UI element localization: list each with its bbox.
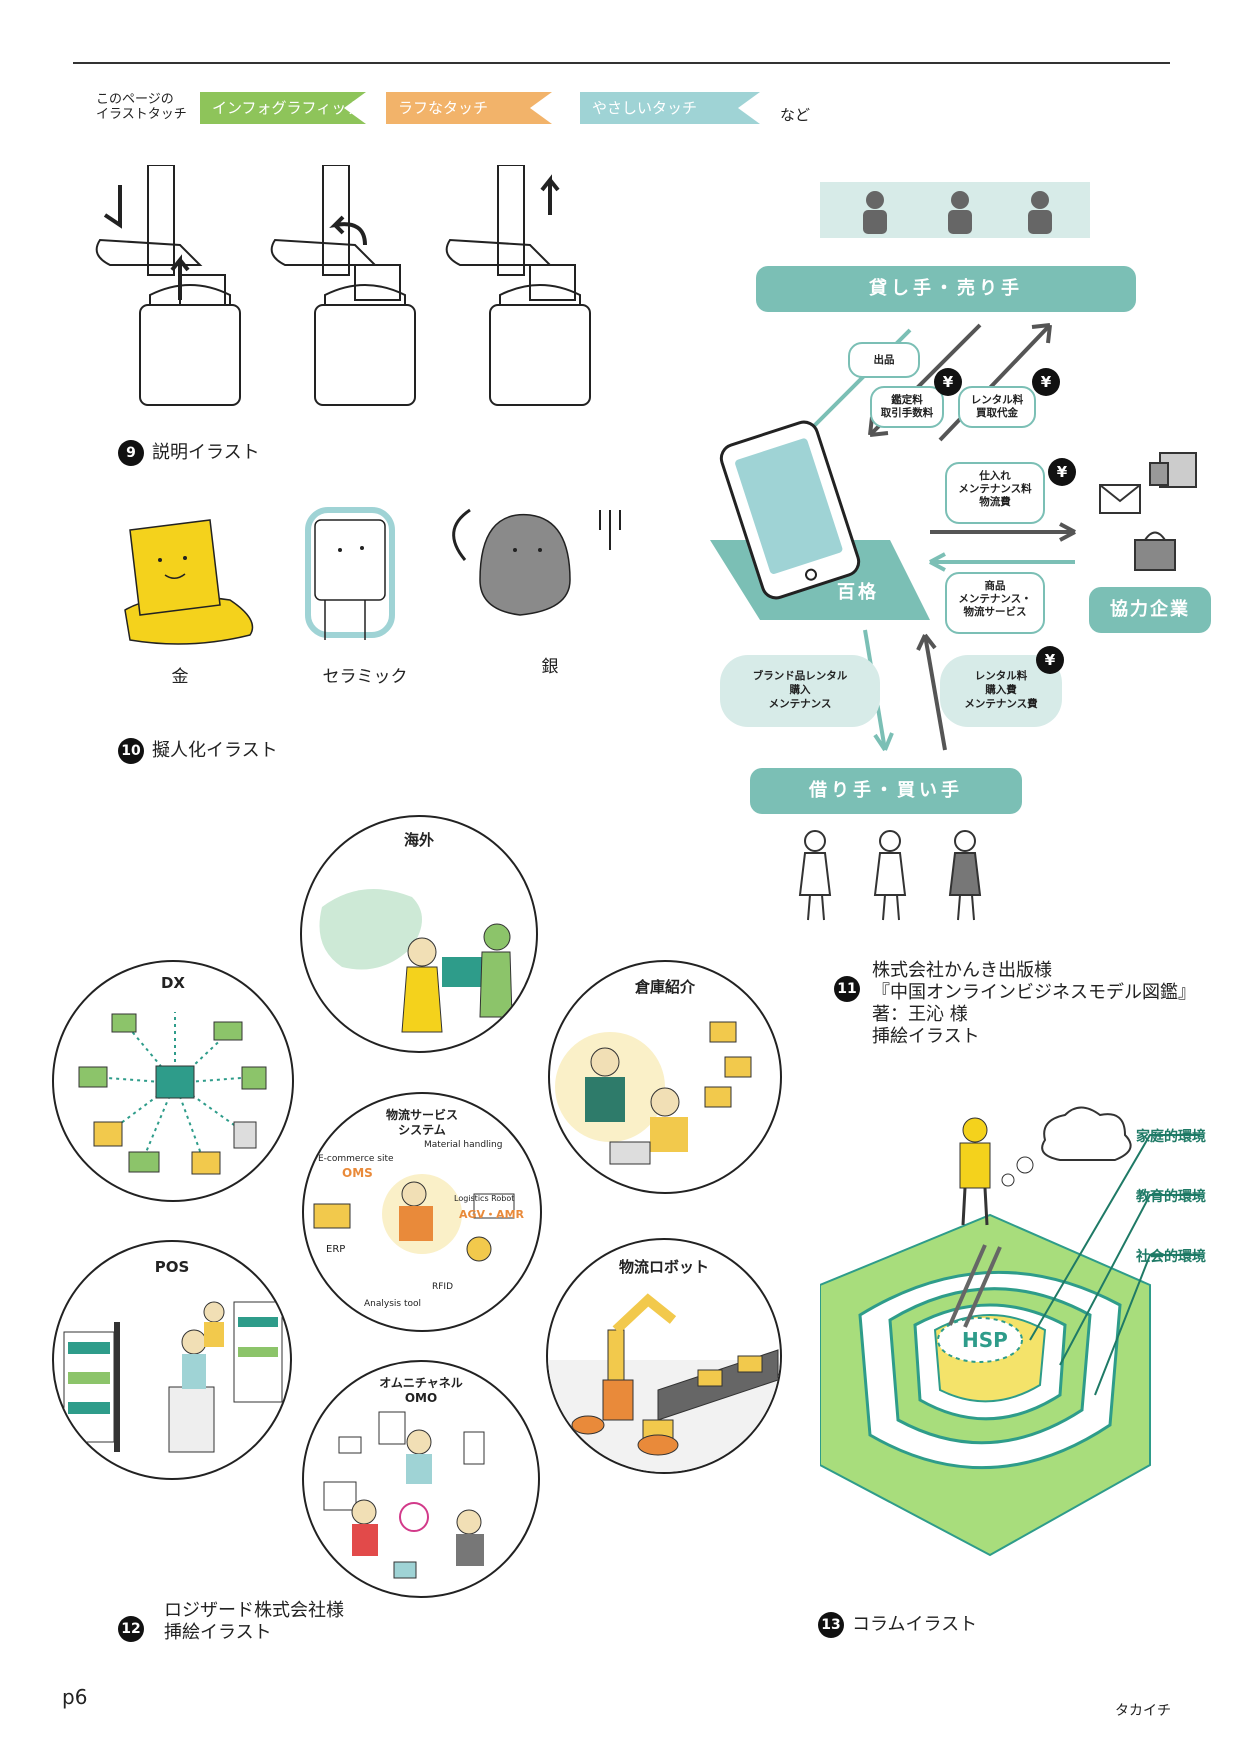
- hsp-label: HSP: [962, 1328, 1008, 1352]
- circle-souko: 倉庫紹介: [548, 960, 782, 1194]
- pill-partner: 協力企業: [1089, 587, 1211, 633]
- label-social-env: 社会的環境: [1136, 1249, 1206, 1265]
- page-number: p6: [62, 1685, 88, 1709]
- top-divider: [73, 62, 1170, 64]
- section-number-12: 12: [118, 1616, 144, 1642]
- bottle-3: [445, 165, 591, 406]
- caption-13-text: コラムイラスト: [852, 1614, 978, 1635]
- legend-label-line2: イラストタッチ: [96, 107, 187, 122]
- ceramic-character: [305, 507, 395, 640]
- pill-lenders-sellers: 貸し手・売り手: [756, 266, 1136, 312]
- anthropomorphic-illustrations: [124, 507, 621, 645]
- caption-11-line4: 挿絵イラスト: [872, 1026, 980, 1047]
- title-omni-line2: OMO: [404, 1391, 438, 1405]
- title-butsuryu: 物流サービス システム: [304, 1108, 540, 1138]
- caption-11-line3: 著：王沁 様: [872, 1004, 968, 1025]
- label-analysis: Analysis tool: [364, 1299, 421, 1309]
- caption-9-text: 説明イラスト: [152, 442, 260, 463]
- legend-label: このページの イラストタッチ: [96, 92, 191, 122]
- label-oms: OMS: [342, 1166, 373, 1180]
- gold-character: [124, 519, 254, 645]
- title-butsuryu-line2: システム: [398, 1123, 446, 1137]
- title-dx: DX: [160, 974, 186, 992]
- strap-illustration: [95, 165, 591, 406]
- robot-illustration: [548, 1293, 780, 1472]
- label-center: 百格: [837, 582, 879, 603]
- box-shiire: 仕入れ メンテナンス料 物流費: [945, 462, 1045, 524]
- label-silver: 銀: [541, 657, 559, 677]
- title-robot: 物流ロボット: [618, 1258, 709, 1276]
- caption-9: 9 説明イラスト: [118, 440, 260, 466]
- section-number-11: 11: [834, 976, 860, 1002]
- caption-10: 10 擬人化イラスト: [118, 738, 278, 764]
- souko-illustration: [555, 1021, 752, 1165]
- circle-robot: 物流ロボット: [546, 1238, 782, 1474]
- tag-gentle: やさしいタッチ: [580, 92, 760, 124]
- yen-badge-3: ¥: [1048, 458, 1076, 486]
- label-gold: 金: [171, 667, 189, 687]
- omni-illustration: [323, 1411, 485, 1579]
- label-logistics: Logistics Robot: [454, 1194, 515, 1203]
- kaigai-illustration: [319, 889, 513, 1033]
- circle-butsuryu: 物流サービス システム Material handling E-commerce…: [302, 1092, 542, 1332]
- title-omni-line1: オムニチャネル: [379, 1376, 463, 1390]
- caption-11-line1: 株式会社かんき出版様: [872, 960, 1052, 981]
- circle-omni: オムニチャネル OMO: [302, 1360, 540, 1598]
- pos-illustration: [63, 1301, 283, 1453]
- pill-borrowers-buyers: 借り手・買い手: [750, 768, 1022, 814]
- silver-character: [452, 508, 621, 616]
- box-kanteiryo: 鑑定料 取引手数料: [870, 386, 944, 428]
- label-agv: AGV・AMR: [459, 1208, 524, 1221]
- legend-label-line1: このページの: [96, 92, 174, 107]
- label-rfid: RFID: [432, 1282, 454, 1292]
- blob-services: ブランド品レンタル 購入 メンテナンス: [720, 655, 880, 727]
- caption-10-text: 擬人化イラスト: [152, 740, 278, 761]
- caption-13: 13 コラムイラスト: [818, 1612, 977, 1638]
- caption-11: 11 株式会社かんき出版様 『中国オンラインビジネスモデル図鑑』 著：王沁 様 …: [834, 960, 1196, 1048]
- partner-icons: [1099, 452, 1197, 571]
- yen-badge-1: ¥: [934, 368, 962, 396]
- lenders-figures: [863, 191, 1052, 234]
- box-shohin: 商品 メンテナンス・ 物流サービス: [945, 572, 1045, 634]
- circle-dx: DX: [52, 960, 294, 1202]
- section-number-10: 10: [118, 738, 144, 764]
- section-number-13: 13: [818, 1612, 844, 1638]
- title-kaigai: 海外: [403, 831, 434, 849]
- title-pos: POS: [154, 1258, 190, 1276]
- tag-infographic: インフォグラフィック: [200, 92, 366, 124]
- label-education-env: 教育的環境: [1136, 1189, 1206, 1205]
- column-illustration: HSP: [820, 1106, 1200, 1557]
- caption-12: 12 ロジザード株式会社様 挿絵イラスト: [118, 1600, 344, 1644]
- phone-platform: [710, 420, 930, 620]
- title-souko: 倉庫紹介: [634, 978, 695, 996]
- tag-rough: ラフなタッチ: [386, 92, 552, 124]
- label-material: Material handling: [424, 1140, 503, 1150]
- butsuryu-illustration: [313, 1174, 515, 1262]
- box-shuppin: 出品: [848, 342, 920, 378]
- label-ecommerce: E-commerce site: [318, 1154, 394, 1164]
- caption-11-line2: 『中国オンラインビジネスモデル図鑑』: [872, 982, 1196, 1003]
- dx-illustration: [78, 1012, 267, 1175]
- box-rental-kaitori: レンタル料 買取代金: [958, 386, 1036, 428]
- bottle-1: [95, 165, 241, 406]
- borrowers-figures: [798, 830, 982, 921]
- diagram-arrows: [798, 323, 1076, 752]
- bottle-2: [270, 165, 416, 406]
- circle-pos: POS: [52, 1240, 292, 1480]
- title-butsuryu-line1: 物流サービス: [385, 1108, 458, 1122]
- label-ceramic: セラミック: [322, 667, 408, 687]
- signature: タカイチ: [1115, 1703, 1171, 1719]
- caption-12-line1: ロジザード株式会社様: [164, 1600, 344, 1621]
- label-family-env: 家庭的環境: [1136, 1129, 1206, 1145]
- yen-badge-4: ¥: [1036, 646, 1064, 674]
- section-number-9: 9: [118, 440, 144, 466]
- caption-12-line2: 挿絵イラスト: [164, 1622, 272, 1643]
- label-erp: ERP: [326, 1244, 346, 1255]
- tag-etc: など: [780, 106, 811, 124]
- circle-kaigai: 海外: [300, 815, 538, 1053]
- title-omni: オムニチャネル OMO: [304, 1376, 538, 1406]
- yen-badge-2: ¥: [1032, 368, 1060, 396]
